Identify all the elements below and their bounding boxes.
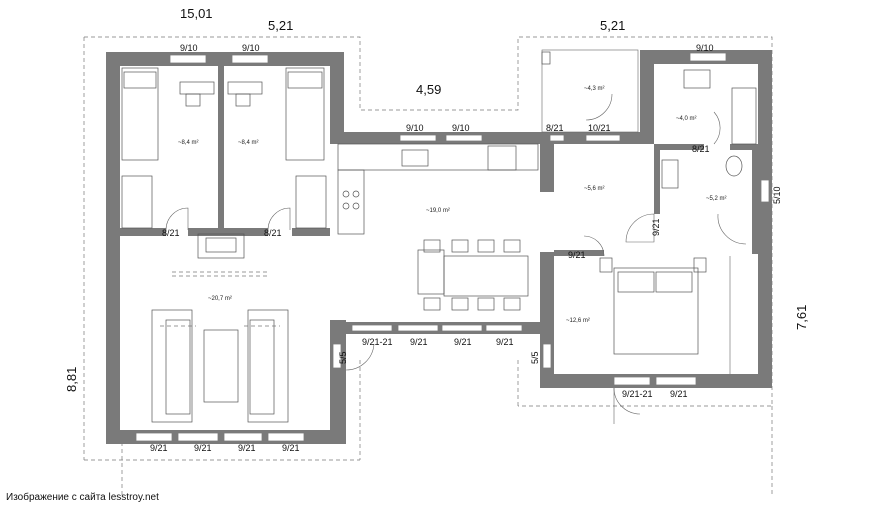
label-w-bottom-2: 9/21 (194, 443, 212, 453)
label-w-bath-top: 9/10 (696, 43, 714, 53)
label-w-top-2: 9/10 (242, 43, 260, 53)
opening-labels: 9/10 9/10 9/10 9/10 9/10 8/21 10/21 9/21… (150, 43, 714, 453)
dim-right-height: 7,61 (794, 305, 809, 330)
label-d-bedroom-2: 8/21 (264, 228, 282, 238)
area-kitchen-dining: ~19,0 m² (426, 208, 450, 214)
walls (106, 50, 772, 444)
label-w-bed-bottom-2: 9/21 (670, 389, 688, 399)
dim-right-wing: 5,21 (600, 18, 625, 33)
label-w-kitchen-2: 9/10 (452, 123, 470, 133)
area-bedroom-1: ~8,4 m² (178, 140, 199, 146)
area-bedroom-2: ~8,4 m² (238, 140, 259, 146)
dim-left-height: 8,81 (64, 367, 79, 392)
label-w-top-1: 9/10 (180, 43, 198, 53)
label-w-bottom-1: 9/21 (150, 443, 168, 453)
label-w-hall-top-1: 8/21 (546, 123, 564, 133)
furniture (121, 49, 757, 423)
dimension-labels: 15,01 5,21 5,21 4,59 8,81 7,61 5/10 (64, 6, 809, 392)
area-wc: ~5,2 m² (706, 196, 727, 202)
room-areas: ~8,4 m² ~8,4 m² ~20,7 m² ~19,0 m² ~4,3 m… (178, 86, 727, 324)
area-master-bedroom: ~12,6 m² (566, 318, 590, 324)
label-d-master: 9/21 (568, 250, 586, 260)
area-bath: ~4,0 m² (676, 116, 697, 122)
label-w-terrace-2: 9/21 (410, 337, 428, 347)
label-w-terrace-3: 9/21 (454, 337, 472, 347)
image-credit: Изображение с сайта lesstroy.net (6, 492, 159, 503)
dim-total-width: 15,01 (180, 6, 213, 21)
label-w-bed-bottom-1: 9/21-21 (622, 389, 653, 399)
label-d-bedroom-1: 8/21 (162, 228, 180, 238)
area-living: ~20,7 m² (208, 296, 232, 302)
label-side-left: 5/5 (338, 351, 348, 364)
label-d-wc: 9/21 (651, 218, 661, 236)
area-terrace-room: ~4,3 m² (584, 86, 605, 92)
label-w-terrace-4: 9/21 (496, 337, 514, 347)
dim-right-window: 5/10 (772, 186, 782, 204)
dim-left-wing: 5,21 (268, 18, 293, 33)
label-w-bottom-3: 9/21 (238, 443, 256, 453)
dim-middle-recess: 4,59 (416, 82, 441, 97)
area-hall: ~5,6 m² (584, 186, 605, 192)
label-w-terrace-1: 9/21-21 (362, 337, 393, 347)
label-w-hall-top-2: 10/21 (588, 123, 611, 133)
label-w-bottom-4: 9/21 (282, 443, 300, 453)
label-side-right: 5/5 (530, 351, 540, 364)
windows (135, 52, 770, 442)
label-w-kitchen-1: 9/10 (406, 123, 424, 133)
label-d-bath: 8/21 (692, 144, 710, 154)
door-swings (165, 93, 747, 424)
